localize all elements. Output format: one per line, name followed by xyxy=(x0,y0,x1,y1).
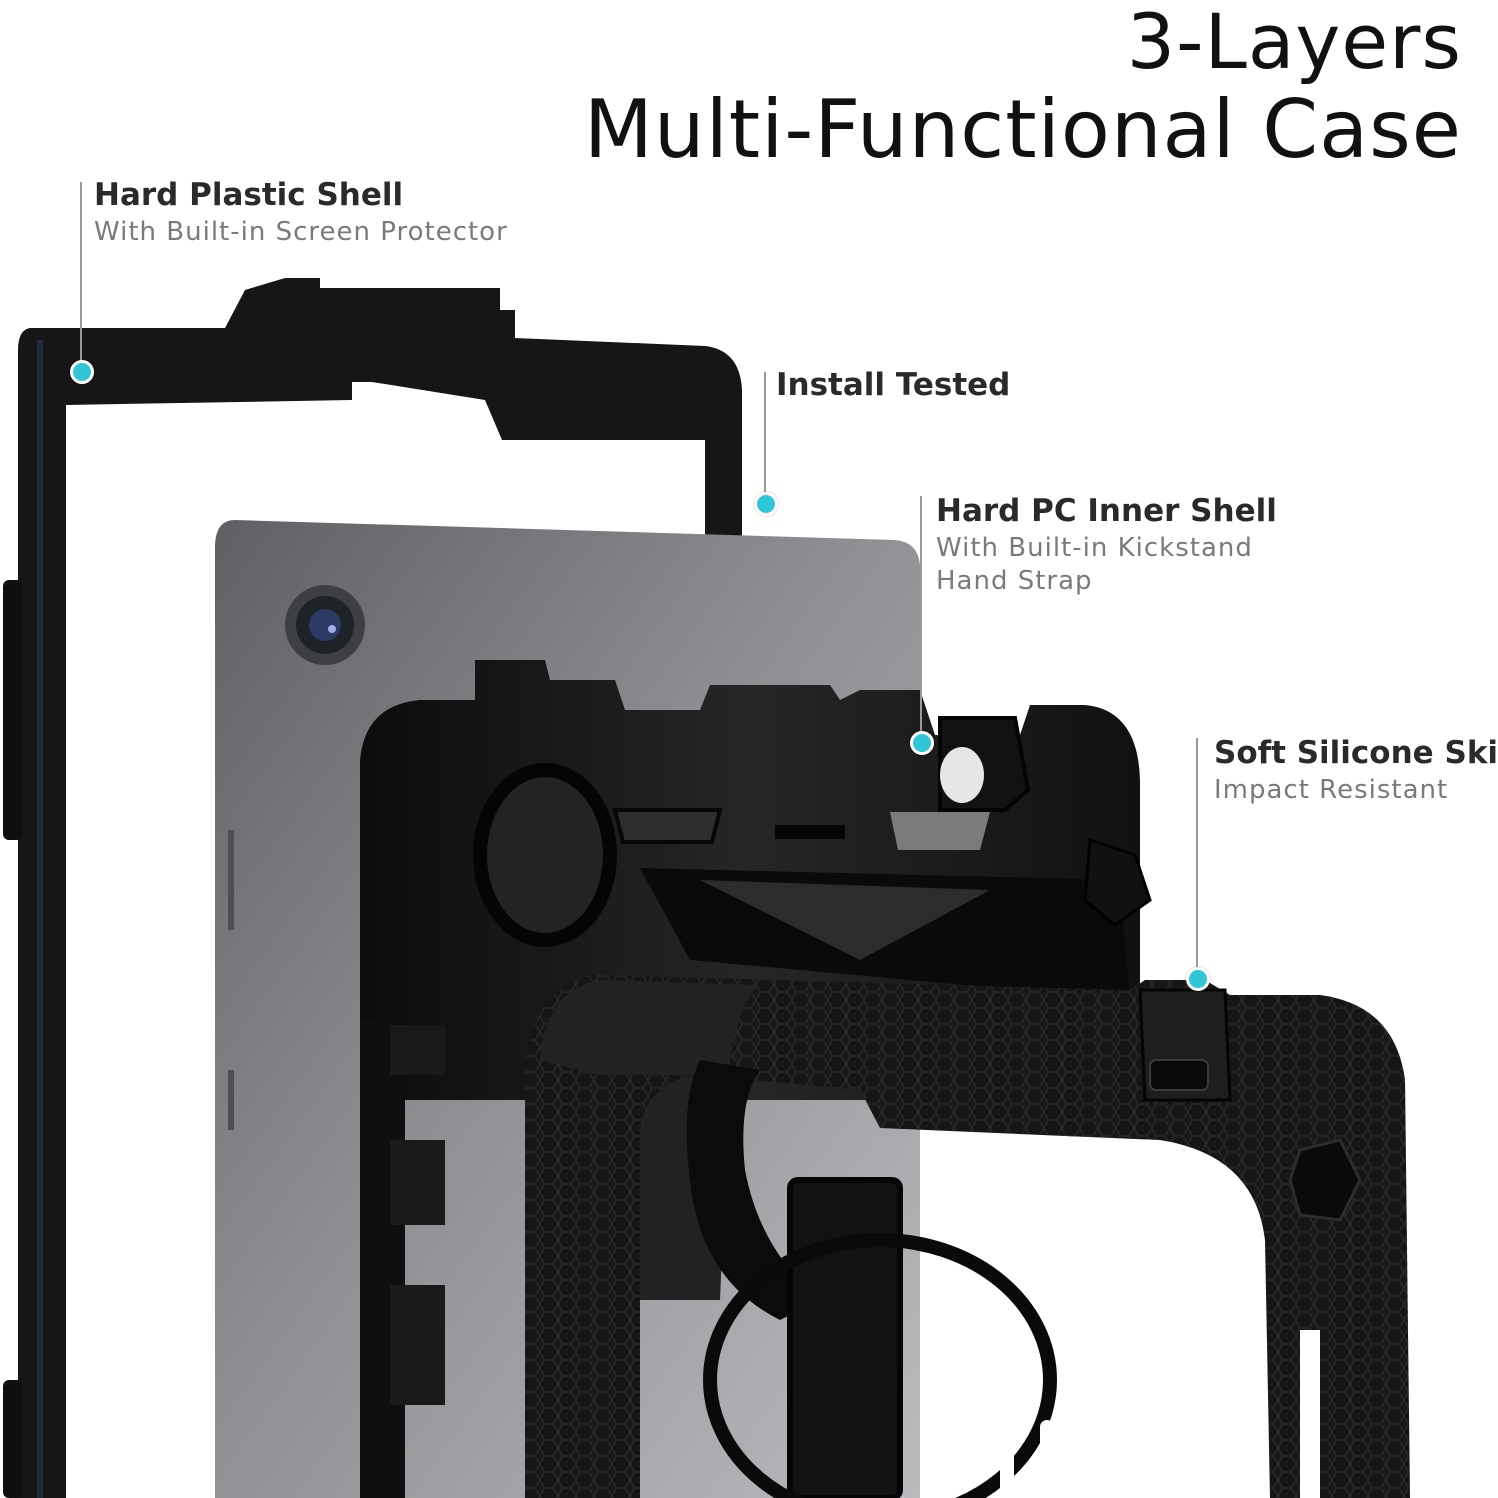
callout-dot-silicone xyxy=(1186,967,1210,991)
callout-label: Hard Plastic Shell xyxy=(94,177,404,213)
callout-install-tested: Install Tested xyxy=(776,364,1010,406)
page-title: 3-Layers Multi-Functional Case xyxy=(584,0,1462,176)
callout-hard-plastic-shell: Hard Plastic Shell With Built-in Screen … xyxy=(94,174,508,249)
callout-line-install xyxy=(764,372,766,500)
soft-silicone-skin xyxy=(525,975,1410,1498)
callout-subtext-2: Hand Strap xyxy=(936,566,1093,596)
callout-line-silicone xyxy=(1196,738,1198,974)
callout-line-hard-plastic xyxy=(80,182,82,370)
callout-soft-silicone-skin: Soft Silicone Skin Impact Resistant xyxy=(1214,732,1498,807)
callout-line-pc-inner xyxy=(920,496,922,736)
callout-dot-install xyxy=(754,492,778,516)
callout-label: Soft Silicone Skin xyxy=(1214,735,1498,771)
hard-plastic-shell-frame xyxy=(3,278,742,1498)
callout-subtext: With Built-in Screen Protector xyxy=(94,217,508,247)
title-line-2: Multi-Functional Case xyxy=(583,83,1462,176)
callout-label: Install Tested xyxy=(776,367,1011,403)
callout-hard-pc-inner-shell: Hard PC Inner Shell With Built-in Kickst… xyxy=(936,490,1277,598)
callout-subtext: Impact Resistant xyxy=(1214,775,1449,805)
title-line-1: 3-Layers xyxy=(1126,0,1462,86)
callout-label: Hard PC Inner Shell xyxy=(936,493,1277,529)
callout-dot-pc-inner xyxy=(910,731,934,755)
callout-dot-hard-plastic xyxy=(70,360,94,384)
callout-subtext: With Built-in Kickstand xyxy=(936,533,1253,563)
